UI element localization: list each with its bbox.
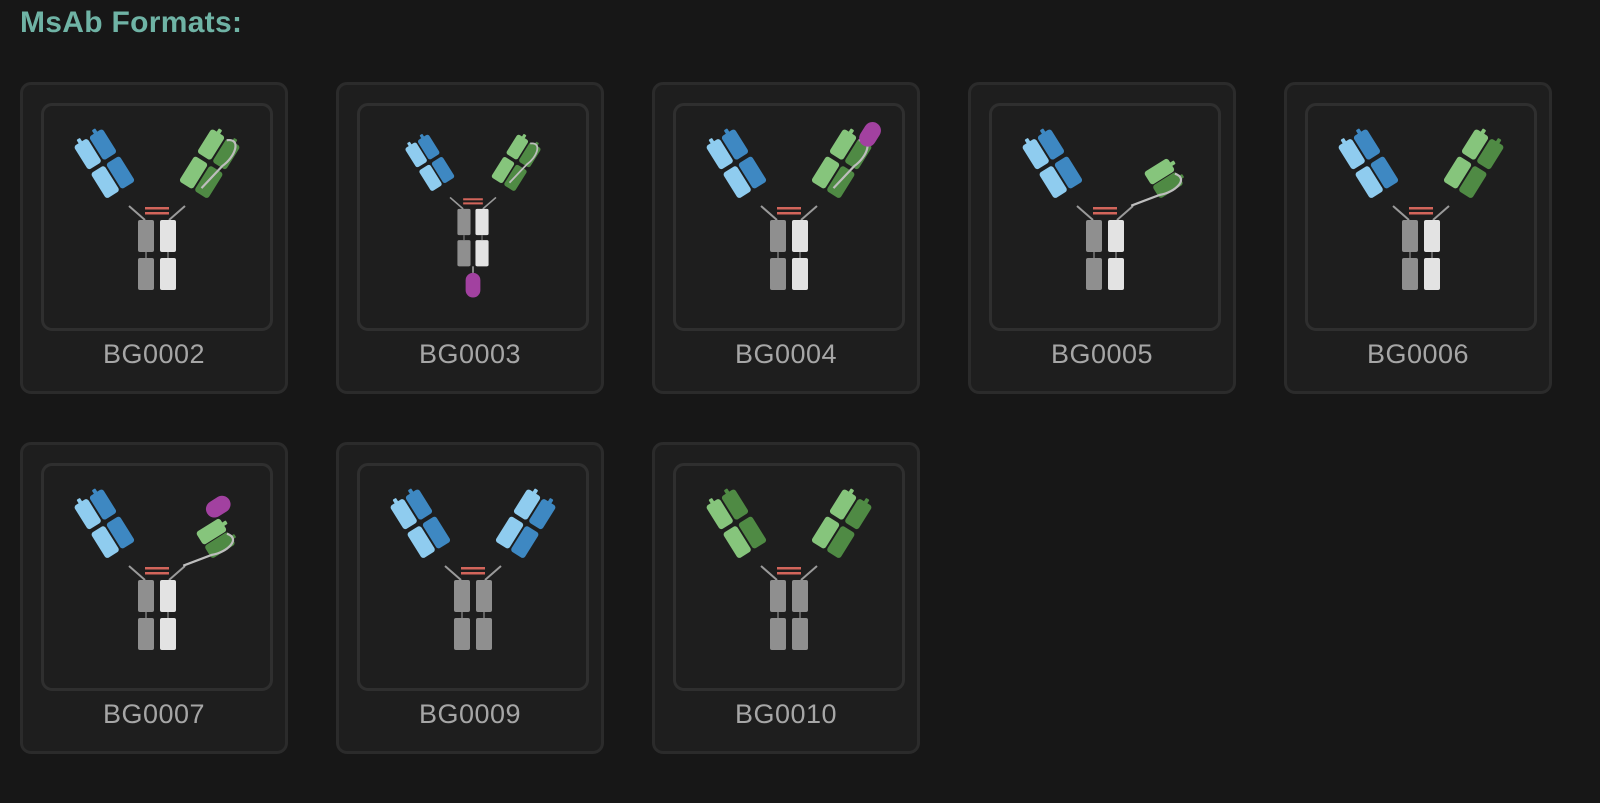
section-title: MsAb Formats: — [20, 6, 243, 39]
antibody-icon — [1338, 128, 1504, 290]
format-thumbnail — [41, 463, 273, 691]
format-label: BG0007 — [102, 699, 206, 729]
format-label: BG0009 — [418, 699, 522, 729]
format-label: BG0003 — [418, 339, 522, 369]
format-card-bg0010[interactable]: BG0010 — [652, 442, 920, 754]
format-label: BG0010 — [734, 699, 838, 729]
format-card-bg0009[interactable]: BG0009 — [336, 442, 604, 754]
format-thumbnail — [989, 103, 1221, 331]
antibody-icon — [1022, 128, 1184, 290]
format-label: BG0002 — [102, 339, 206, 369]
antibody-icon — [706, 488, 872, 650]
antibody-icon — [74, 488, 236, 650]
format-grid: BG0002 BG0003 BG0004 BG0005 BG0006 BG000… — [20, 82, 1552, 754]
antibody-icon — [405, 133, 541, 298]
format-label: BG0004 — [734, 339, 838, 369]
format-card-bg0002[interactable]: BG0002 — [20, 82, 288, 394]
format-thumbnail — [673, 463, 905, 691]
format-card-bg0003[interactable]: BG0003 — [336, 82, 604, 394]
antibody-icon — [390, 488, 556, 650]
format-thumbnail — [1305, 103, 1537, 331]
format-thumbnail — [357, 103, 589, 331]
format-card-bg0007[interactable]: BG0007 — [20, 442, 288, 754]
format-card-bg0006[interactable]: BG0006 — [1284, 82, 1552, 394]
format-label: BG0005 — [1050, 339, 1154, 369]
format-card-bg0005[interactable]: BG0005 — [968, 82, 1236, 394]
antibody-icon — [706, 122, 881, 290]
format-card-bg0004[interactable]: BG0004 — [652, 82, 920, 394]
format-thumbnail — [357, 463, 589, 691]
antibody-icon — [74, 128, 240, 290]
format-thumbnail — [41, 103, 273, 331]
format-thumbnail — [673, 103, 905, 331]
format-label: BG0006 — [1366, 339, 1470, 369]
